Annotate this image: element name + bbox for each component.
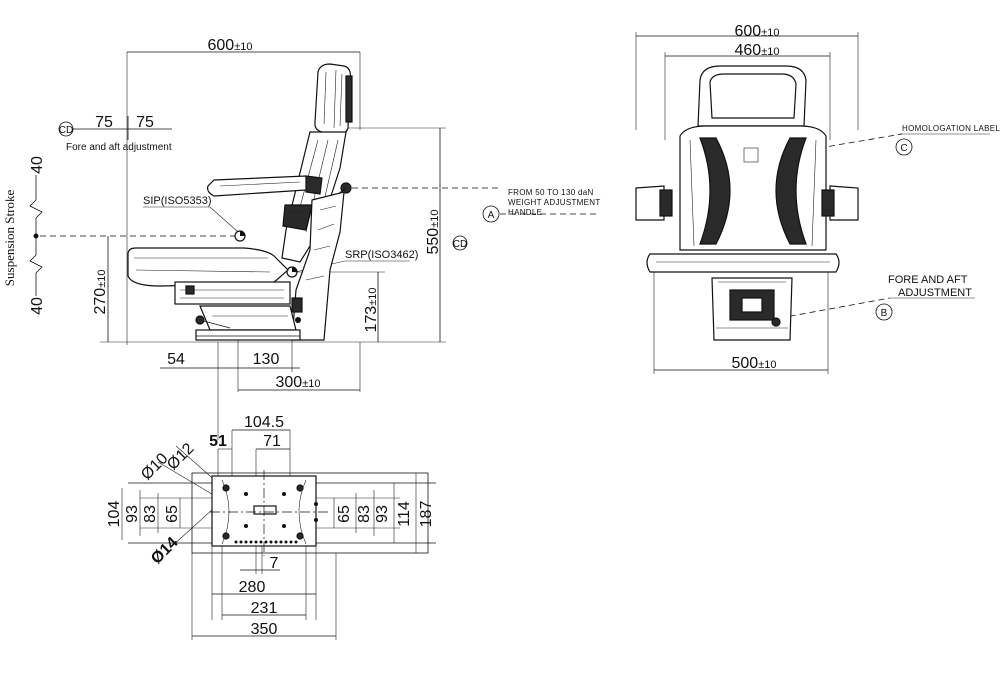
left-104: 104 <box>106 501 123 528</box>
dim-280: 280 <box>239 579 266 596</box>
fore-aft-caption: Fore and aft adjustment <box>66 142 172 153</box>
dim-231: 231 <box>251 600 278 617</box>
depth-dim: 300±10 <box>276 374 321 391</box>
fore-aft-left: 75 <box>95 114 113 131</box>
left-83: 83 <box>142 505 159 523</box>
phi-14: Ø14 <box>148 534 181 567</box>
height-dim: 550±10 <box>425 210 442 255</box>
weight-adjust-line1: FROM 50 TO 130 daN <box>508 188 594 197</box>
callout-b: B <box>881 308 888 319</box>
right-83: 83 <box>356 505 373 523</box>
dim-350: 350 <box>251 621 278 638</box>
base-plan-view: 104 93 83 65 65 83 93 114 187 104.5 71 5… <box>106 414 436 640</box>
cd-badge-right: CD <box>453 239 467 250</box>
front-outer-width: 600±10 <box>735 23 780 40</box>
offset-54: 54 <box>167 351 185 368</box>
right-187: 187 <box>418 501 435 528</box>
left-93: 93 <box>124 505 141 523</box>
fore-aft-right: 75 <box>136 114 154 131</box>
weight-adjust-line3: HANDLE <box>508 208 542 217</box>
suspension-caption: Suspension Stroke <box>2 190 17 287</box>
phi-10: Ø10 <box>138 450 171 483</box>
suspension-top: 40 <box>29 156 46 174</box>
callout-a: A <box>488 210 495 221</box>
callout-c: C <box>900 143 907 154</box>
weight-adjust-line2: WEIGHT ADJUSTMENT <box>508 198 601 207</box>
suspension-bottom: 40 <box>29 297 46 315</box>
side-view: 600±10 CD 75 75 Fore and aft adjustment … <box>2 37 601 440</box>
homologation-label: HOMOLOGATION LABEL <box>902 124 1000 133</box>
dim-51: 51 <box>209 433 227 450</box>
cd-badge-left: CD <box>59 125 73 136</box>
dim-7: 7 <box>270 555 279 572</box>
front-inner-width: 460±10 <box>735 42 780 59</box>
right-65: 65 <box>336 505 353 523</box>
seat-front-drawing <box>635 65 859 341</box>
base-plate <box>210 470 330 556</box>
seat-side-drawing <box>127 63 353 341</box>
front-view: 600±10 460±10 500±10 HOMOLOGATION LABEL … <box>635 23 1000 374</box>
srp-height-dim: 173±10 <box>363 288 380 333</box>
srp-label: SRP(ISO3462) <box>345 249 418 261</box>
right-114: 114 <box>396 501 413 527</box>
dim-71: 71 <box>263 433 281 450</box>
front-base-width: 500±10 <box>732 355 777 372</box>
fore-aft-line2: ADJUSTMENT <box>898 287 972 299</box>
side-width-dim: 600±10 <box>208 37 253 54</box>
fore-aft-line1: FORE AND AFT <box>888 274 968 286</box>
left-65: 65 <box>164 505 181 523</box>
hole-row <box>234 540 298 544</box>
sip-label: SIP(ISO5353) <box>143 195 211 207</box>
offset-130: 130 <box>253 351 280 368</box>
seat-height-dim: 270±10 <box>92 270 109 315</box>
dim-104-5: 104.5 <box>244 414 284 431</box>
right-93: 93 <box>374 505 391 523</box>
